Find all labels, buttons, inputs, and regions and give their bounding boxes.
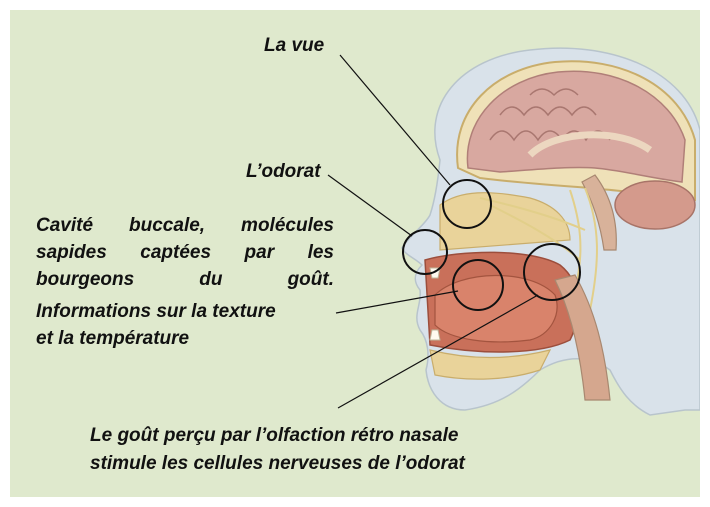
diagram-panel: La vue L’odorat Cavité buccale, molécule… — [10, 10, 700, 497]
label-informations-texture: Informations sur la texture — [36, 298, 276, 325]
label-odorat: L’odorat — [246, 158, 321, 185]
label-cavite-buccale: Cavité buccale, molécules sapides captée… — [36, 212, 334, 293]
cerebellum — [615, 181, 695, 229]
label-gout-line-1: Le goût perçu par l’olfaction rétro nasa… — [90, 422, 458, 449]
label-temperature: et la température — [36, 325, 189, 352]
leader-vue — [340, 55, 450, 185]
label-gout-line-2: stimule les cellules nerveuses de l’odor… — [90, 450, 465, 477]
leader-odorat — [328, 175, 412, 236]
label-vue: La vue — [264, 32, 324, 59]
